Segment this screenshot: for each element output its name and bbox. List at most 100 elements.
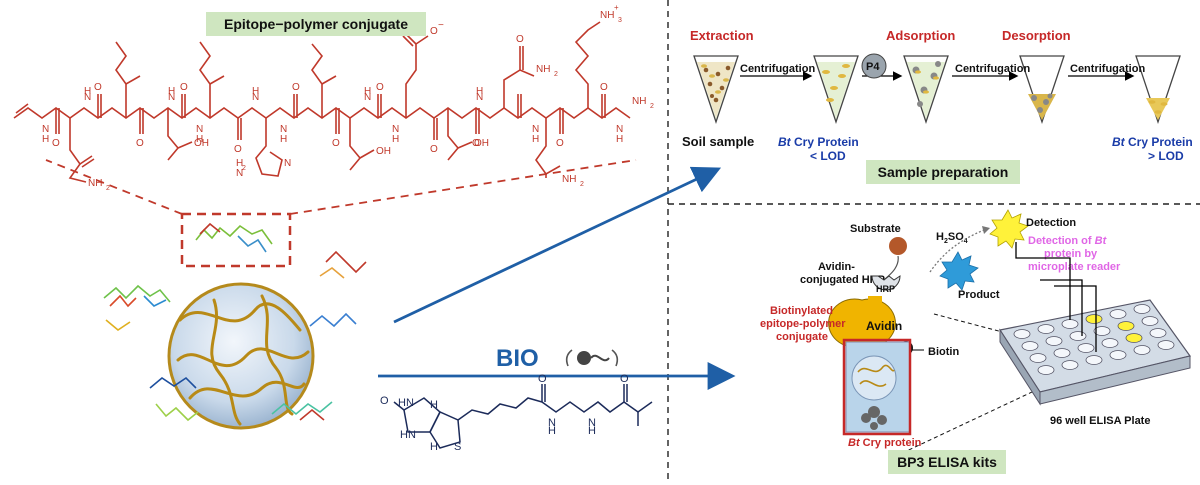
svg-text:O: O	[516, 34, 524, 45]
svg-text:NH: NH	[600, 10, 614, 21]
plate-well	[1085, 355, 1103, 365]
svg-text:N: N	[236, 168, 243, 179]
tube-4	[1019, 55, 1065, 125]
svg-text:N: N	[392, 124, 399, 135]
plate-well	[1109, 350, 1127, 360]
plate-label: 96 well ELISA Plate	[1050, 415, 1150, 427]
svg-text:H: H	[84, 86, 91, 97]
svg-text:N: N	[168, 92, 175, 103]
detection-lines	[1015, 242, 1097, 352]
avidin-hrp-label-line2: conjugated HRP	[800, 274, 885, 286]
detection-reader-line1: Detection of Bt	[1028, 235, 1108, 247]
svg-text:2: 2	[106, 185, 110, 192]
svg-text:Biotinylated: Biotinylated	[770, 305, 833, 317]
plate-well	[1037, 324, 1055, 334]
svg-text:N: N	[42, 124, 49, 135]
svg-text:O: O	[538, 373, 547, 385]
zoom-connector-top	[933, 313, 1011, 335]
epitope-title-banner: Epitope−polymer conjugate	[206, 12, 426, 36]
plate-well	[1085, 314, 1103, 324]
svg-text:N: N	[548, 417, 556, 429]
tube-2	[813, 55, 859, 125]
svg-text:conjugate: conjugate	[776, 331, 828, 343]
svg-text:HN: HN	[400, 429, 416, 441]
svg-text:H: H	[42, 134, 49, 145]
svg-text:H: H	[168, 86, 175, 97]
svg-text:H: H	[196, 134, 203, 145]
svg-text:O: O	[620, 373, 629, 385]
svg-text:NH: NH	[88, 178, 102, 189]
detection-reader-line3: microplate reader	[1028, 261, 1121, 273]
tube-3	[903, 55, 949, 125]
bt-cry-lod-label: Bt Cry Protein	[778, 135, 859, 149]
plate-well	[1101, 338, 1119, 348]
plate-wells	[1013, 304, 1175, 375]
plate-well	[1133, 304, 1151, 314]
svg-text:H: H	[392, 134, 399, 145]
svg-text:2: 2	[242, 165, 246, 172]
svg-text:NH: NH	[536, 64, 550, 75]
svg-text:S: S	[454, 441, 461, 453]
substrate-label: Substrate	[850, 223, 901, 235]
peptide-atom-labels: NH NH NH NH NH NH NH NH NH NH NH OOO OOO…	[42, 3, 654, 192]
svg-text:O: O	[180, 82, 188, 93]
plate-well	[1069, 331, 1087, 341]
title-extraction: Extraction	[690, 28, 754, 43]
avidin-hrp-label-line1: Avidin-	[818, 261, 855, 273]
lt-lod-label: < LOD	[810, 149, 846, 163]
svg-text:NH: NH	[562, 174, 576, 185]
sample-preparation-banner: Sample preparation	[866, 160, 1020, 184]
svg-text:O: O	[472, 138, 480, 149]
centrifugation-labels: Centrifugation Centrifugation Centrifuga…	[740, 63, 1145, 75]
svg-text:O: O	[292, 82, 300, 93]
svg-text:OH: OH	[376, 146, 391, 157]
svg-text:H: H	[252, 86, 259, 97]
svg-text:OH: OH	[194, 138, 209, 149]
plate-well	[1133, 345, 1151, 355]
p4-badge: P4	[861, 53, 887, 79]
plate-well	[1021, 341, 1039, 351]
polymer-nanoparticle	[167, 282, 315, 430]
svg-text:N: N	[616, 124, 623, 135]
svg-text:OH: OH	[474, 138, 489, 149]
peptide-strands	[103, 222, 367, 422]
bio-label: BIO	[496, 345, 539, 372]
plate-well	[1125, 333, 1143, 343]
plate-well	[1093, 326, 1111, 336]
svg-text:N: N	[532, 124, 539, 135]
svg-text:2: 2	[580, 181, 584, 188]
plate-well	[1117, 321, 1135, 331]
svg-text:P4: P4	[866, 61, 880, 73]
svg-text:O: O	[600, 82, 608, 93]
detection-label: Detection	[1026, 217, 1076, 229]
svg-text:+: +	[614, 3, 619, 12]
svg-text:O: O	[430, 144, 438, 155]
svg-text:O: O	[52, 138, 60, 149]
svg-text:H: H	[476, 86, 483, 97]
svg-text:N: N	[280, 124, 287, 135]
gt-lod-label: > LOD	[1148, 149, 1184, 163]
svg-text:N: N	[84, 92, 91, 103]
plate-well	[1061, 360, 1079, 370]
well-with-conjugate	[842, 338, 912, 436]
product-burst	[939, 251, 979, 291]
substrate-dot	[889, 237, 907, 255]
svg-text:2: 2	[554, 71, 558, 78]
substrate-to-hrp-arrow	[883, 255, 899, 281]
h2so4-label: H2SO4	[936, 231, 968, 245]
svg-text:H: H	[430, 441, 438, 453]
soil-sample-label: Soil sample	[682, 134, 754, 149]
plate-well	[1037, 365, 1055, 375]
product-label: Product	[958, 289, 1000, 301]
biotinylated-label: Biotinylated epitope-polymer conjugate	[760, 305, 846, 343]
svg-text:−: −	[438, 20, 444, 31]
svg-text:H: H	[532, 134, 539, 145]
detection-reader-line2: protein by	[1044, 248, 1098, 260]
svg-text:H: H	[236, 158, 243, 169]
svg-text:N: N	[588, 417, 596, 429]
plate-well	[1045, 336, 1063, 346]
elisa-kits-banner: BP3 ELISA kits	[888, 450, 1006, 474]
biotin-label: Biotin	[928, 346, 959, 358]
centrifugation-label-2: Centrifugation	[955, 63, 1030, 75]
